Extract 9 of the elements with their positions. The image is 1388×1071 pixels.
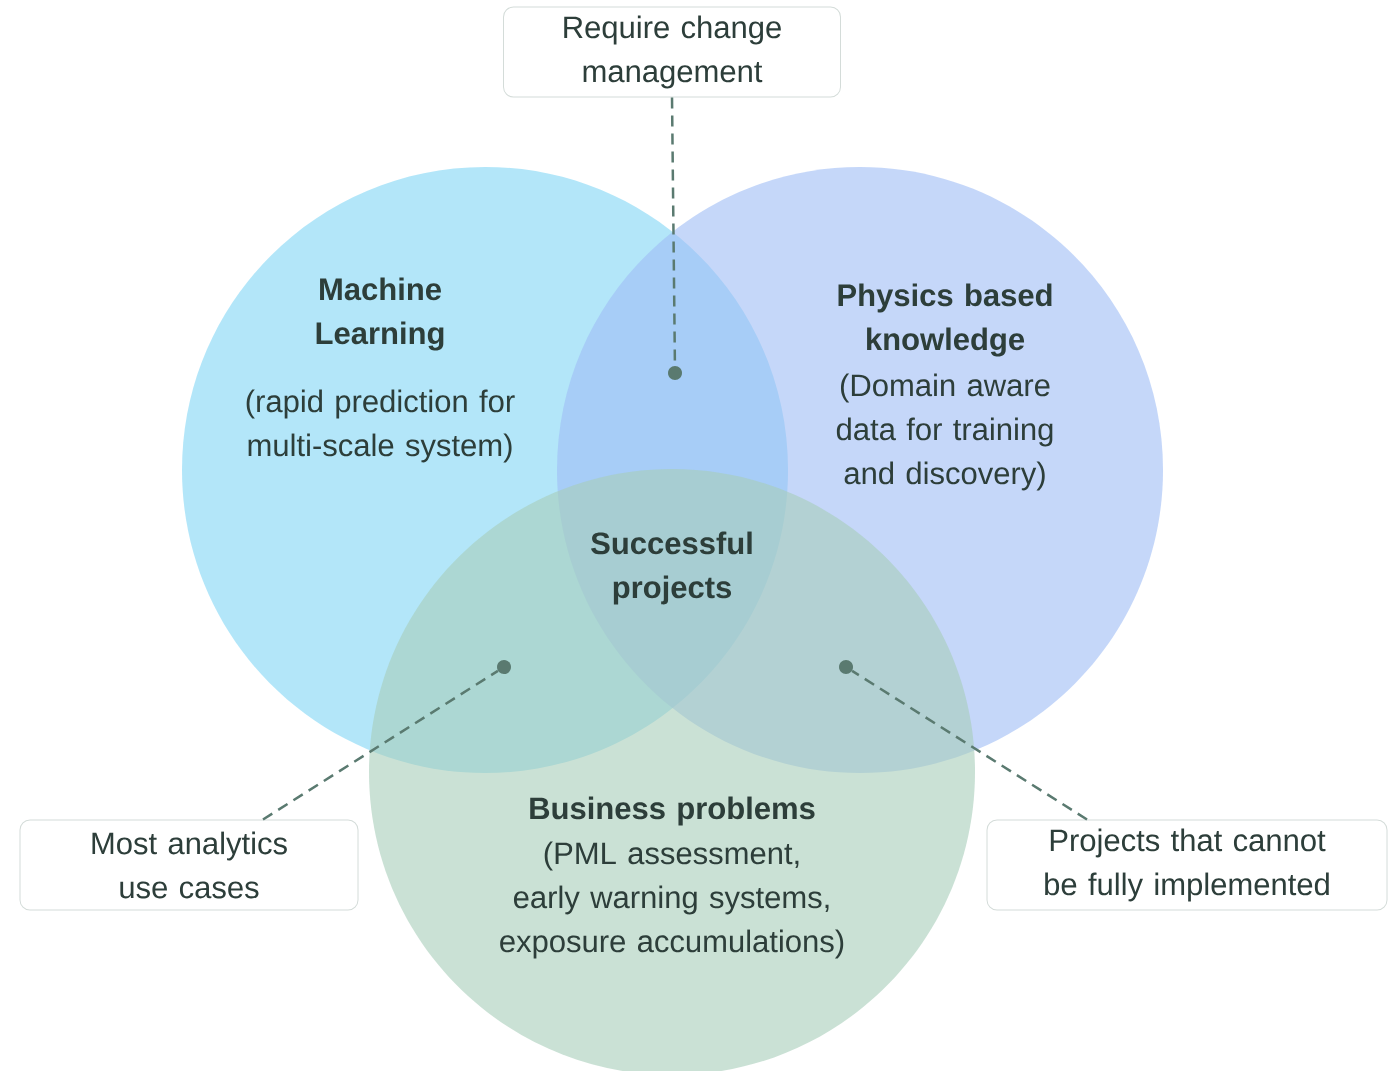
dot-marker	[668, 366, 682, 380]
dot-marker	[839, 660, 853, 674]
callout-box: Projects that cannot be fully implemented	[986, 819, 1388, 911]
center-label: Successful projects	[591, 531, 752, 605]
leader-line	[851, 669, 1088, 821]
callout-box: Most analytics use cases	[19, 819, 359, 911]
leader-line	[262, 669, 499, 821]
dot-marker	[497, 660, 511, 674]
callout-box: Require change management	[503, 6, 841, 98]
